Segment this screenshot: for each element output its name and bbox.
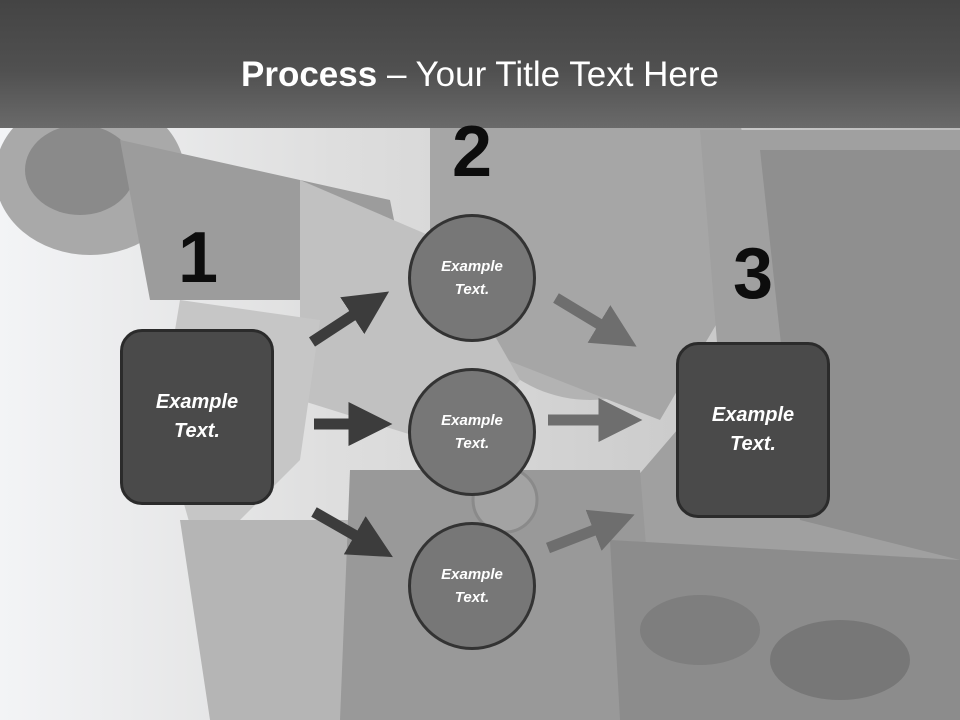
step-circle-middle-label: Example Text. [441,412,503,452]
arrow-left-to-top [308,291,390,347]
step-box-right[interactable]: Example Text. [676,342,830,518]
step-box-left[interactable]: Example Text. [120,329,274,505]
arrow-bottom-to-right [546,509,635,554]
step-circle-bottom-label: Example Text. [441,566,503,606]
title-bold: Process [241,55,378,94]
slide-title: Process – Your Title Text Here [0,52,960,98]
step-circle-bottom[interactable]: Example Text. [408,522,536,650]
step-box-right-label: Example Text. [711,404,795,455]
title-rest: – Your Title Text Here [377,55,719,94]
title-bar [0,0,960,128]
step-box-left-label: Example Text. [155,391,239,442]
step-circle-middle[interactable]: Example Text. [408,368,536,496]
step-circle-top[interactable]: Example Text. [408,214,536,342]
step-number-2: 2 [451,112,493,192]
arrow-top-to-right [553,293,637,347]
step-number-3: 3 [732,234,774,314]
step-circle-top-label: Example Text. [441,258,503,298]
step-number-1: 1 [177,218,219,298]
arrow-left-to-bottom [311,507,393,558]
